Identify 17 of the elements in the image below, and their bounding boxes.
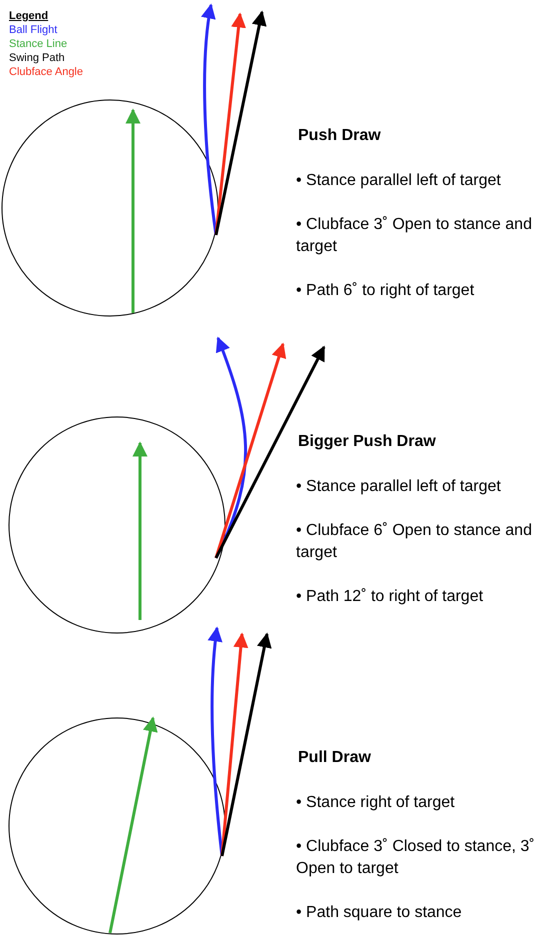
legend-label: Swing Path [9, 52, 65, 64]
shot-heading: Pull Draw [298, 748, 372, 768]
bullet-text: • Stance right of target [296, 793, 456, 813]
bullet-text: • Stance parallel left of target [296, 477, 502, 497]
bullet-text: • Clubface 3˚ Closed to stance, 3˚ Open to target [296, 837, 536, 879]
legend-label: Stance Line [9, 38, 68, 50]
bullet-text: • Clubface 3˚ Open to stance and target [296, 215, 533, 257]
legend-label: Ball Flight [9, 24, 58, 36]
shot-heading: Push Draw [298, 126, 382, 146]
legend-title: Legend [9, 9, 50, 23]
bullet-text: • Path 6˚ to right of target [296, 281, 476, 301]
bullet-text: • Clubface 6˚ Open to stance and target [296, 521, 533, 563]
shot-heading: Bigger Push Draw [298, 432, 437, 452]
bullet-text: • Path square to stance [296, 903, 463, 923]
legend-label: Clubface Angle [9, 66, 83, 78]
bullet-text: • Path 12˚ to right of target [296, 587, 484, 607]
bullet-text: • Stance parallel left of target [296, 171, 502, 191]
